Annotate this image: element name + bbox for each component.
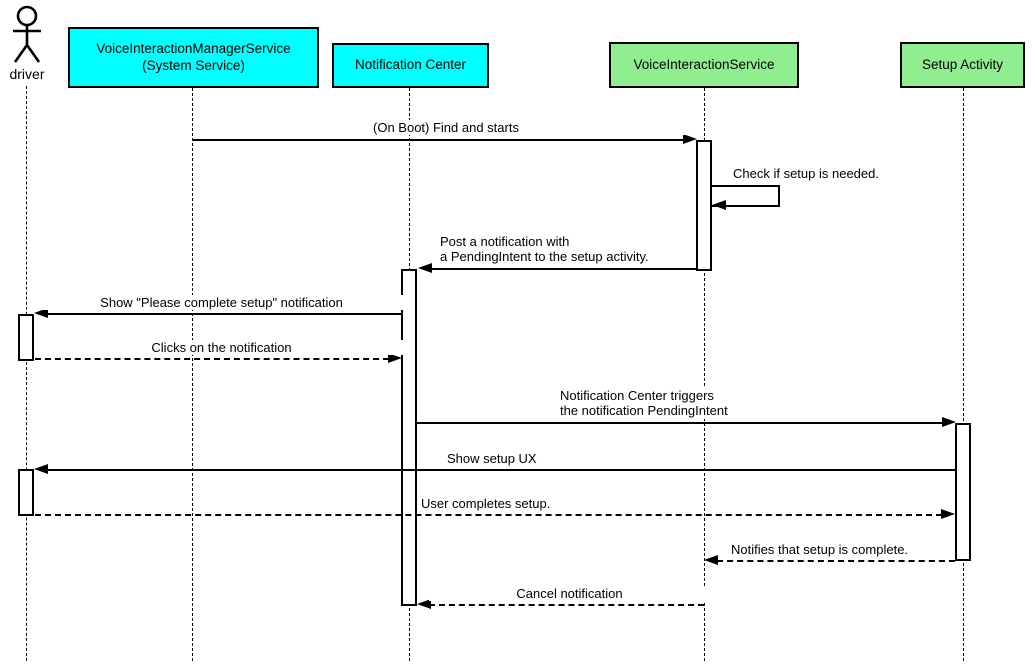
activation-notification-center — [401, 269, 417, 606]
arrowhead-icon — [941, 509, 955, 519]
lifeline-voice-interaction-service — [704, 88, 705, 661]
arrowhead-icon — [704, 555, 718, 565]
arrowhead-icon — [417, 599, 431, 609]
self-message-loop — [712, 185, 780, 207]
participant-notification-center: Notification Center — [332, 43, 489, 88]
participant-voice-interaction-manager-service: VoiceInteractionManagerService (System S… — [68, 27, 319, 88]
activation-driver-1 — [18, 314, 34, 361]
message-line — [417, 422, 944, 424]
participant-driver-label: driver — [0, 66, 54, 82]
arrowhead-icon — [388, 353, 402, 363]
message-label: Cancel notification — [429, 586, 710, 602]
message-label: Show setup UX — [444, 451, 540, 467]
message-line — [46, 313, 402, 315]
message-label: User completes setup. — [418, 496, 554, 512]
arrowhead-icon — [34, 308, 48, 318]
message-label: Notification Center triggers the notific… — [557, 388, 731, 419]
arrowhead-icon — [418, 263, 432, 273]
message-label: Show "Please complete setup" notificatio… — [35, 295, 408, 311]
lifeline-setup-activity — [963, 88, 964, 661]
message-label: (On Boot) Find and starts — [193, 120, 699, 136]
message-line — [429, 268, 697, 270]
arrowhead-icon — [34, 464, 48, 474]
participant-setup-activity: Setup Activity — [900, 42, 1025, 88]
activation-voice-interaction-service — [696, 140, 712, 271]
activation-setup-activity — [955, 423, 971, 561]
message-line — [193, 139, 684, 141]
arrowhead-icon — [683, 134, 697, 144]
message-label: Check if setup is needed. — [730, 166, 882, 182]
activation-driver-2 — [18, 469, 34, 516]
participant-voice-interaction-service: VoiceInteractionService — [609, 42, 799, 88]
message-line — [717, 560, 955, 562]
message-label: Notifies that setup is complete. — [728, 542, 912, 558]
actor-icon — [13, 5, 41, 63]
arrowhead-icon — [942, 417, 956, 427]
arrowhead-icon — [712, 200, 726, 210]
message-line — [35, 358, 389, 360]
message-line — [429, 604, 704, 606]
message-line — [35, 514, 942, 516]
lifeline-driver — [26, 86, 27, 661]
message-label: Clicks on the notification — [35, 340, 408, 356]
message-line — [46, 469, 955, 471]
message-label: Post a notification with a PendingIntent… — [437, 234, 652, 265]
lifeline-voice-interaction-manager-service — [192, 88, 193, 661]
